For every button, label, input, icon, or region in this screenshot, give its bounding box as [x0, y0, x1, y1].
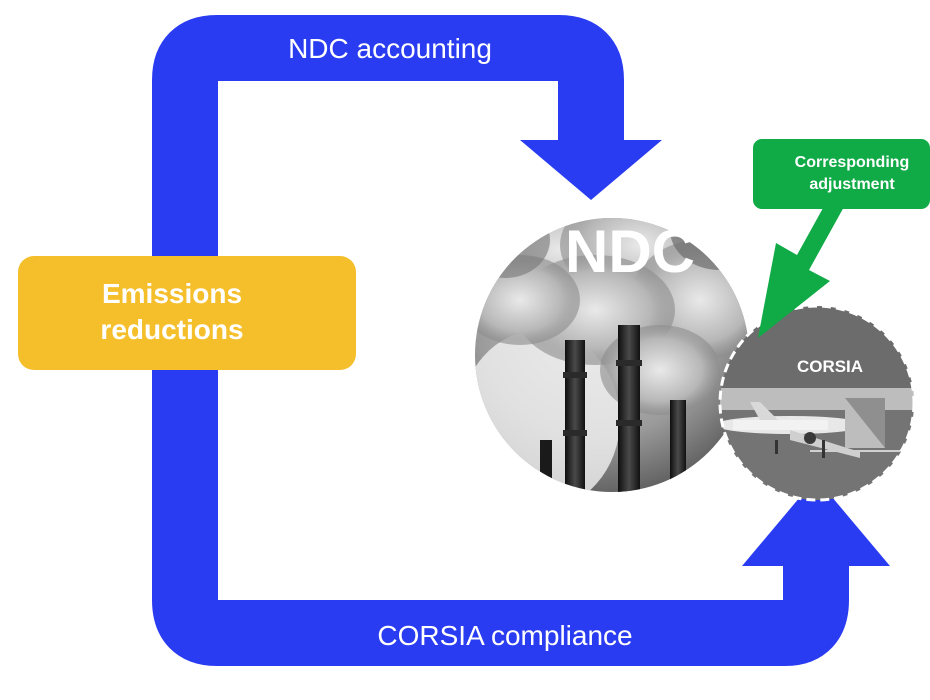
adjustment-label-line2: adjustment — [809, 176, 895, 193]
arrowhead-up-to-corsia — [742, 478, 890, 566]
emissions-reductions-rect — [18, 256, 356, 370]
emissions-reductions-line2: reductions — [100, 314, 243, 345]
emissions-reductions-box: Emissions reductions — [18, 256, 356, 370]
ndc-photo-circle: NDC — [475, 218, 749, 492]
corresponding-adjustment-callout: Corresponding adjustment — [753, 139, 930, 338]
ndc-accounting-label: NDC accounting — [288, 33, 492, 64]
corsia-label: CORSIA — [797, 357, 863, 376]
adjustment-box — [753, 139, 930, 209]
ndc-label: NDC — [565, 218, 695, 285]
corsia-dashed-border — [718, 304, 916, 502]
emissions-reductions-line1: Emissions — [102, 278, 242, 309]
corsia-compliance-label: CORSIA compliance — [377, 620, 632, 651]
arrowhead-down-to-ndc — [520, 140, 662, 200]
adjustment-label-line1: Corresponding — [795, 154, 910, 171]
green-arrow-to-corsia — [758, 190, 858, 338]
